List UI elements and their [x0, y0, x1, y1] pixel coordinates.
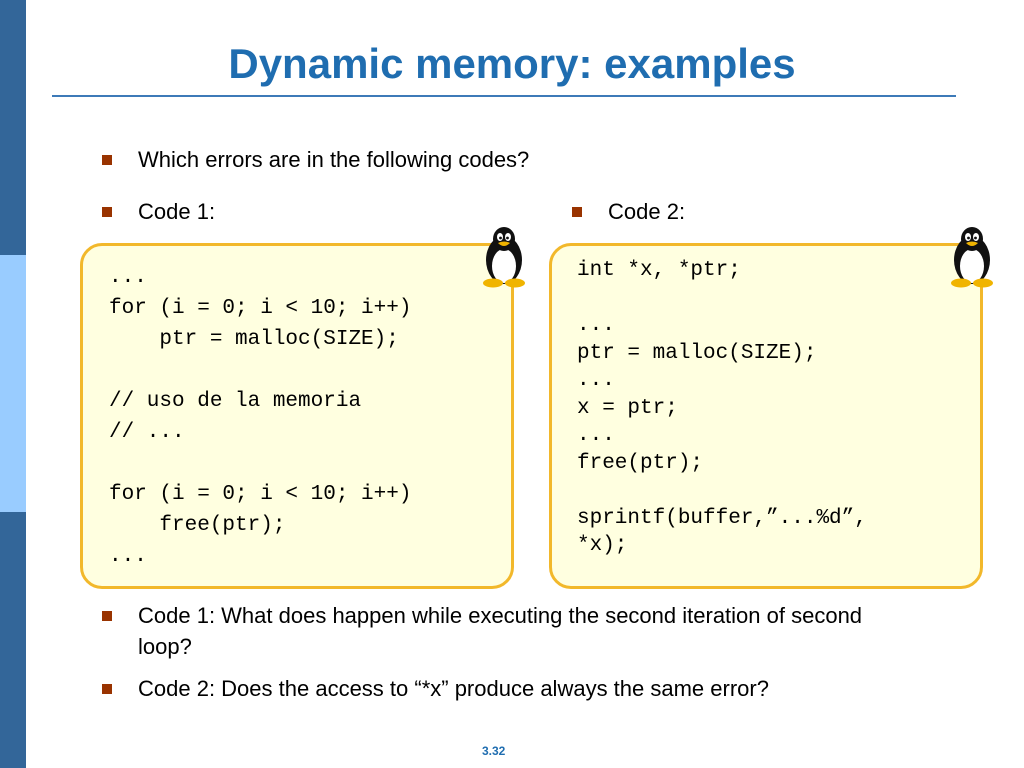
- code2-label-text: Code 2:: [608, 199, 686, 224]
- sidebar-segment-bottom: [0, 512, 26, 768]
- tux-penguin-icon: [483, 227, 525, 288]
- sidebar-segment-middle: [0, 255, 26, 512]
- page-number: 3.32: [482, 744, 506, 758]
- bullet-square-icon: [102, 155, 112, 165]
- slide-title: Dynamic memory: examples: [228, 40, 796, 87]
- bullet-square-icon: [102, 207, 112, 217]
- title-divider: [52, 95, 956, 97]
- tux-penguin-icon: [951, 227, 993, 288]
- code2-box: int *x, *ptr; ... ptr = malloc(SIZE); ..…: [549, 243, 983, 589]
- sidebar-stripe: [0, 0, 26, 768]
- code1-box: ... for (i = 0; i < 10; i++) ptr = mallo…: [80, 243, 514, 589]
- code2-block: int *x, *ptr; ... ptr = malloc(SIZE); ..…: [577, 259, 867, 557]
- bullet-square-icon: [572, 207, 582, 217]
- bullet-square-icon: [102, 611, 112, 621]
- question-1-line-1: Code 1: What does happen while executing…: [138, 603, 863, 628]
- sidebar-segment-top: [0, 0, 26, 255]
- code1-label-text: Code 1:: [138, 199, 216, 224]
- bullet-square-icon: [102, 684, 112, 694]
- question-2-text: Code 2: Does the access to “*x” produce …: [138, 676, 769, 701]
- question-1-line-2: loop?: [138, 634, 192, 659]
- code1-block: ... for (i = 0; i < 10; i++) ptr = mallo…: [109, 266, 412, 568]
- bullet-intro-text: Which errors are in the following codes?: [138, 147, 530, 172]
